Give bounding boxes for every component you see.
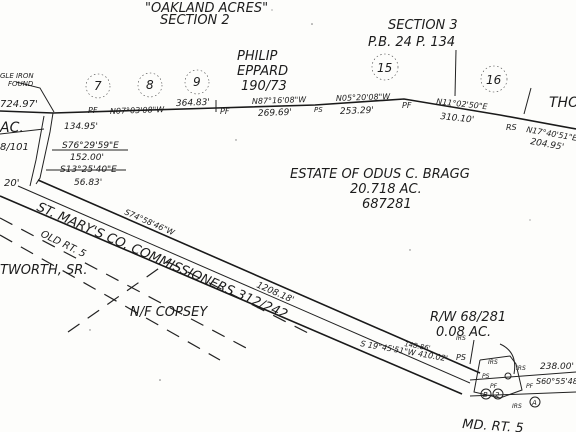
marker-pf-4: PF	[490, 383, 498, 390]
marker-a-label: A	[531, 399, 537, 407]
marker-a-circle	[529, 396, 541, 408]
row-lower-line	[0, 195, 463, 395]
oakland-section-label: SECTION 2	[160, 13, 230, 28]
marker-ps-2: PS	[456, 353, 466, 362]
marker-irs-3: IRS	[516, 365, 526, 372]
bearing-n07: N07°03'08"W	[110, 105, 166, 116]
marker-pf-2: PF	[220, 107, 230, 116]
lot-circles	[85, 53, 508, 99]
rw-curve-line	[499, 343, 516, 375]
eppard-label: EPPARD	[237, 64, 288, 79]
lot-15-label: 15	[377, 61, 392, 75]
marker-ps-3: PS	[482, 373, 490, 380]
bearing-s1325: S13°25'40"E	[60, 165, 117, 175]
old-route-dash-2	[0, 234, 221, 361]
marker-rs-1: RS	[506, 123, 517, 132]
row-upper-line	[37, 179, 481, 374]
dist-20: 20'	[4, 178, 19, 189]
copsey-label: N/F COPSEY	[130, 305, 208, 320]
single-iron-label-1: GLE IRON	[0, 72, 34, 80]
lot-9-label: 9	[193, 75, 201, 89]
section3-label: SECTION 3	[388, 18, 458, 33]
dist-15200: 152.00'	[70, 153, 104, 163]
marker-ps-1: PS	[314, 106, 323, 114]
rw-ref-label: R/W 68/281	[430, 310, 506, 325]
lot-16-label: 16	[486, 73, 502, 87]
scan-specks	[89, 9, 531, 381]
marker-pf-3: PF	[402, 101, 412, 110]
philip-label: PHILIP	[237, 49, 278, 64]
lot-15-circle	[371, 53, 399, 81]
tworth-label: TWORTH, SR.	[0, 263, 87, 278]
lot-8-label: 8	[146, 78, 154, 92]
bearing-s74: S74°58'46"W	[123, 208, 177, 238]
dist-26969: 269.69'	[258, 108, 292, 119]
dist-25329: 253.29'	[340, 106, 374, 117]
bearing-labels: 724.97' N07°03'08"W 364.83' N87°16'08"W …	[0, 92, 576, 386]
left-tie-line	[0, 128, 45, 135]
section3-pb-label: P.B. 24 P. 134	[368, 35, 455, 50]
lot-8-circle	[137, 72, 163, 98]
marker-irs-2: IRS	[488, 359, 498, 366]
dist-5683: 56.83'	[74, 178, 102, 188]
bearing-s6055: S60°55'48"	[536, 377, 576, 386]
tho-label: THO	[549, 95, 576, 111]
rw-area-label: 0.08 AC.	[436, 325, 491, 340]
dist-13495: 134.95'	[64, 122, 98, 132]
oakland-acres-label: "OAKLAND ACRES"	[145, 1, 268, 16]
marker-pf-1: PF	[88, 106, 98, 115]
bearing-n0520: N05°20'08"W	[336, 92, 392, 103]
marker-pf-5: PF	[526, 383, 534, 390]
md-rt-label: MD. RT. 5	[462, 417, 524, 432]
lot-9-circle	[184, 69, 210, 95]
road-right-of-way	[0, 179, 576, 408]
bearing-n8716: N87°16'08"W	[252, 95, 308, 106]
dist-31010: 310.10'	[440, 112, 475, 125]
section3-divider	[454, 49, 457, 97]
boundary-lines	[0, 49, 576, 187]
marker-2-circle	[492, 388, 504, 400]
lot-7-label: 7	[94, 79, 102, 93]
rw-leader-line	[469, 339, 475, 365]
marker-rs-circle	[504, 372, 512, 380]
lot-16-circle	[480, 65, 508, 93]
iron-leader-line	[15, 81, 55, 113]
ac-left-label: AC.	[0, 120, 24, 136]
marker-b-label: B	[483, 391, 488, 399]
marker-irs-1: IRS	[456, 335, 466, 342]
dist-36483: 364.83'	[176, 98, 210, 109]
dist-23800: 238.00'	[540, 362, 574, 372]
copsey-parcel-dash	[67, 261, 311, 335]
dist-72497: 724.97'	[0, 99, 38, 110]
marker-b-circle	[480, 388, 492, 400]
single-iron-label-2: FOUND	[8, 80, 34, 88]
estate-area-label: 20.718 AC.	[350, 182, 422, 197]
west-boundary-line-2	[29, 115, 45, 187]
lot-7-circle	[85, 73, 111, 99]
west-boundary-line	[35, 112, 54, 185]
eppard-ref-label: 190/73	[241, 79, 287, 94]
marker-2-label: 2	[495, 391, 500, 399]
md-rt5-line-1	[469, 371, 576, 381]
monument-markers: PF PF PS PF RS IRS PS IRS IRS PS PF IRS …	[88, 101, 537, 410]
rw-parcel-outline	[473, 355, 523, 399]
row-inner-line	[17, 185, 471, 384]
ref-left-label: 8/101	[0, 142, 29, 153]
estate-ref-label: 687281	[362, 197, 412, 212]
marker-irs-4: IRS	[512, 403, 522, 410]
bearing-s7629: S76°29'59"E	[62, 141, 119, 151]
estate-title-label: ESTATE OF ODUS C. BRAGG	[290, 167, 470, 182]
lot16-divider	[523, 87, 532, 115]
